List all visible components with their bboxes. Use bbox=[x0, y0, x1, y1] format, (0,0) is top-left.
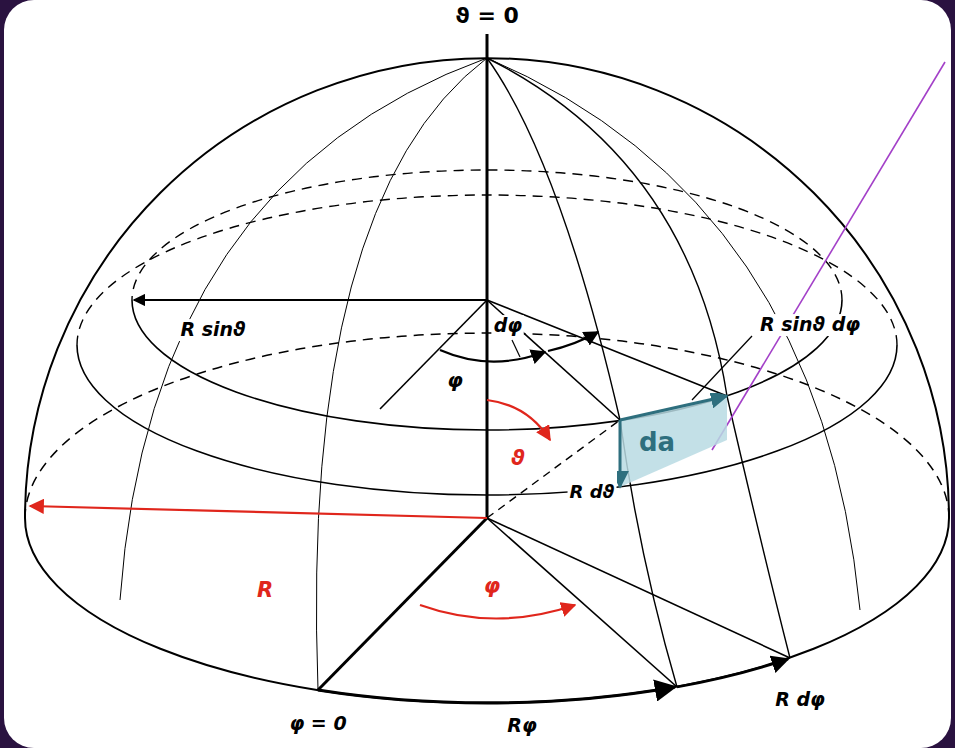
arc-length-label: R sinϑ dφ bbox=[758, 314, 862, 336]
angle-label: φ bbox=[445, 369, 465, 392]
reference-label: φ = 0 bbox=[287, 713, 348, 735]
area-element-label: da bbox=[639, 428, 675, 457]
arc-length-label: Rφ bbox=[505, 715, 539, 737]
angle-label: φ bbox=[482, 574, 502, 598]
area-element-patch: da bbox=[617, 393, 730, 490]
slide-ground bbox=[4, 0, 951, 748]
arc-length-label: R dϑ bbox=[568, 482, 617, 503]
arc-length-label: R dφ bbox=[773, 689, 827, 711]
radius-label: R bbox=[255, 578, 275, 602]
angle-increment-label: dφ bbox=[492, 315, 524, 337]
angle-label: ϑ bbox=[509, 446, 527, 470]
axis-label: ϑ = 0 bbox=[453, 3, 521, 28]
radius-label: R sinϑ bbox=[178, 319, 247, 341]
